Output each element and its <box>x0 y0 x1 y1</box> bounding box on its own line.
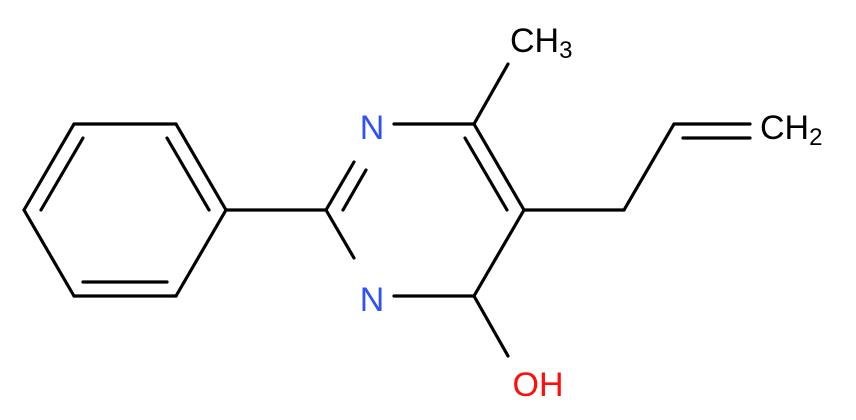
bond-c2-n1-inner <box>341 168 368 212</box>
bond-c6-ch3 <box>472 62 510 126</box>
bond-ph-3-inner <box>165 136 211 212</box>
atom-label-ch3: CH3 <box>510 22 572 64</box>
ch2-subscript: 2 <box>809 124 822 151</box>
atom-label-n-top: N <box>360 109 385 147</box>
bond-ph-1-inner <box>39 136 85 212</box>
bond-c4-oh <box>472 294 510 358</box>
ch3-subscript: 3 <box>559 37 572 64</box>
bonds <box>22 62 752 358</box>
bond-ph-6 <box>22 208 76 298</box>
bond-ph-1 <box>22 122 76 212</box>
bond-ph-4 <box>174 208 228 298</box>
bond-c5-c4 <box>472 208 526 298</box>
bond-ch2-ch <box>622 122 676 212</box>
bond-c6-c5-inner <box>463 136 509 212</box>
ch2-main: CH <box>760 109 809 147</box>
bond-n3-c2 <box>324 208 356 260</box>
ch3-main: CH <box>510 22 559 60</box>
bond-ph-3 <box>174 122 228 212</box>
atom-label-ch2: CH2 <box>760 109 822 151</box>
atom-label-n-bottom: N <box>360 281 385 319</box>
bond-c2-n1 <box>324 160 356 212</box>
atom-labels: N N OH CH3 CH2 <box>360 22 823 404</box>
bond-c6-c5 <box>472 122 526 212</box>
atom-label-oh: OH <box>513 366 564 404</box>
